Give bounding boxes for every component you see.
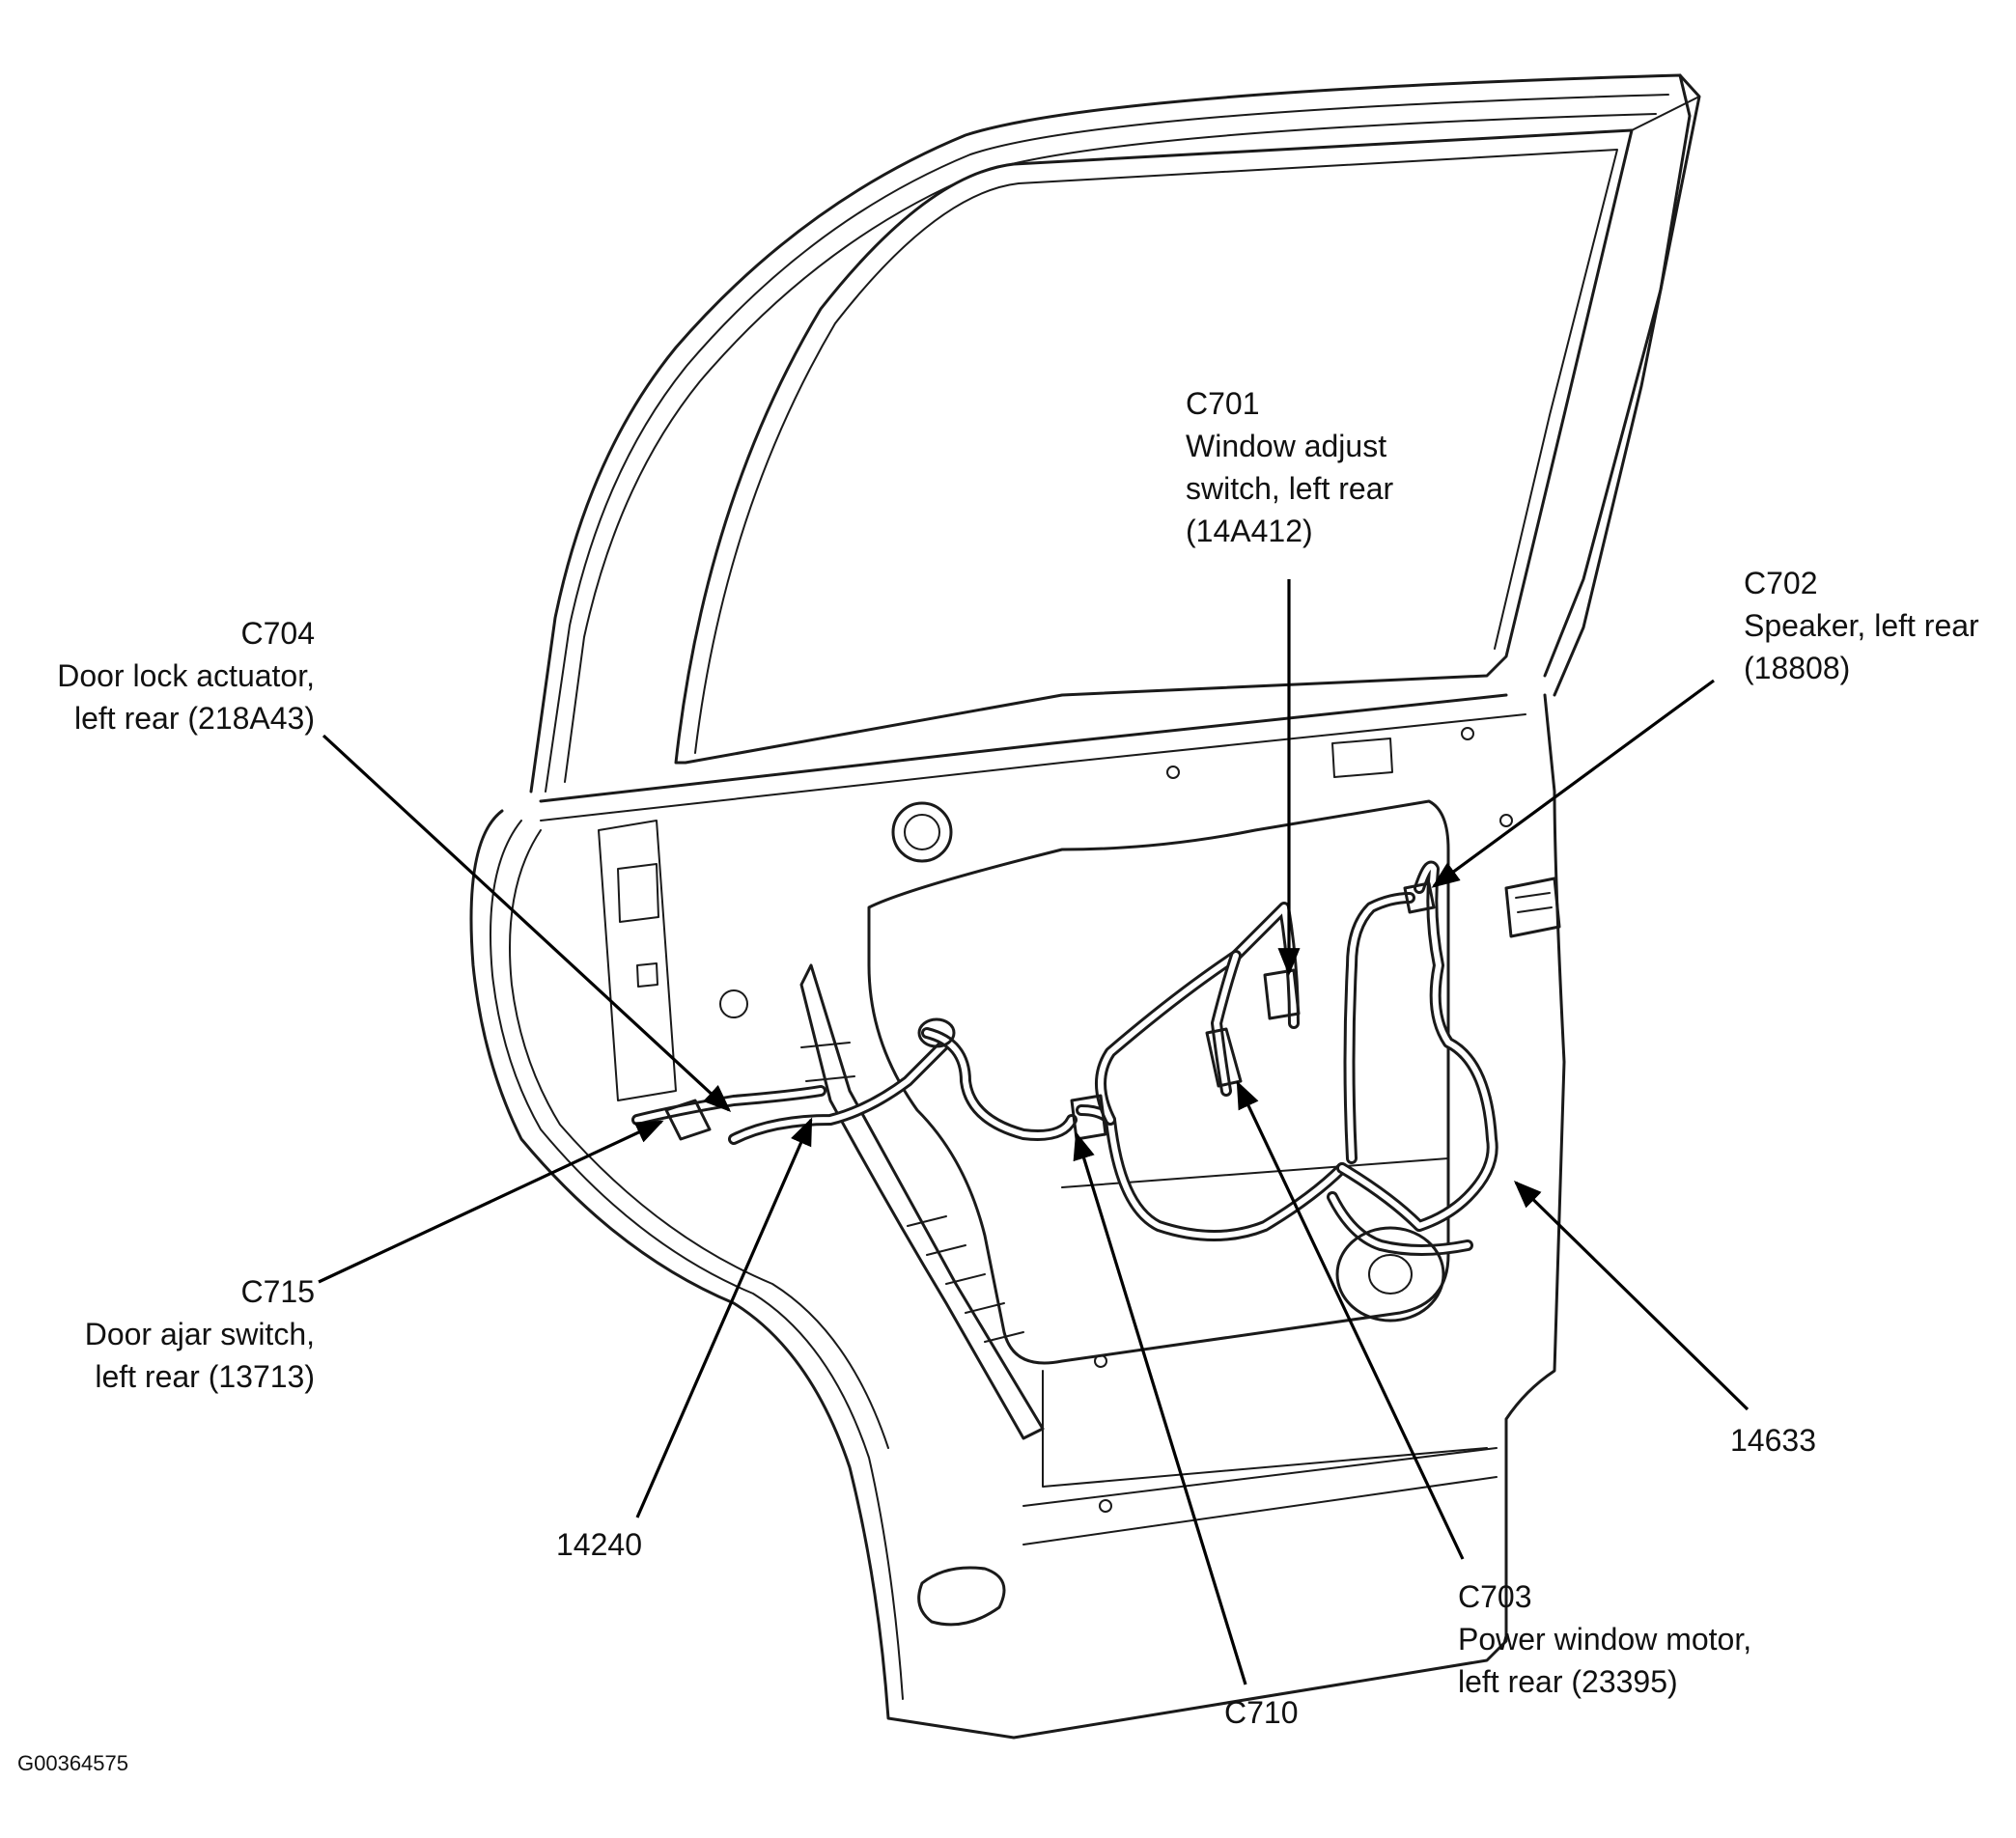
callout-c715: C715 Door ajar switch, left rear (13713) [85, 1270, 315, 1398]
figure-id: G00364575 [17, 1751, 128, 1775]
callout-14633-code: 14633 [1730, 1423, 1816, 1458]
callout-c704-line2: left rear (218A43) [73, 701, 315, 736]
callout-14633: 14633 [1730, 1419, 1816, 1462]
callout-c710: C710 [1224, 1691, 1299, 1734]
callout-c701-line3: (14A412) [1186, 514, 1313, 548]
callout-c701-line2: switch, left rear [1186, 471, 1394, 506]
callout-c702: C702 Speaker, left rear (18808) [1744, 562, 1979, 689]
c710-connector [1070, 1094, 1107, 1141]
callout-c715-line1: Door ajar switch, [84, 1317, 315, 1351]
leader-c715 [318, 1120, 664, 1284]
leader-c710 [1073, 1131, 1247, 1685]
callout-c702-line1: Speaker, left rear [1744, 608, 1979, 643]
callout-c703-line1: Power window motor, [1458, 1622, 1752, 1657]
callout-c703: C703 Power window motor, left rear (2339… [1458, 1575, 1751, 1703]
callout-c703-line2: left rear (23395) [1458, 1664, 1678, 1699]
callout-c704: C704 Door lock actuator, left rear (218A… [57, 612, 315, 739]
window-motor [1335, 1226, 1445, 1323]
connector-shapes [664, 881, 1445, 1323]
wiring-harness [631, 860, 1498, 1256]
callout-c704-line1: Door lock actuator, [57, 658, 315, 693]
c704-connector [664, 1099, 712, 1141]
leader-lines [318, 579, 1750, 1685]
grommet [917, 1017, 956, 1048]
leader-14633 [1513, 1180, 1750, 1411]
c702-connector [1403, 881, 1436, 914]
callout-c715-line2: left rear (13713) [95, 1359, 315, 1394]
leader-c703 [1236, 1080, 1465, 1560]
callout-14240-code: 14240 [556, 1527, 642, 1562]
callout-c701-code: C701 [1186, 386, 1260, 421]
leader-c704 [322, 734, 732, 1112]
callout-c701: C701 Window adjust switch, left rear (14… [1186, 382, 1393, 552]
leader-14240 [635, 1117, 813, 1518]
callout-c704-code: C704 [240, 616, 316, 651]
door-outline [469, 73, 1701, 1740]
callout-14240: 14240 [556, 1523, 642, 1566]
callout-c702-line2: (18808) [1744, 651, 1851, 685]
callout-c701-line1: Window adjust [1186, 429, 1387, 463]
leader-c702 [1431, 679, 1715, 888]
callout-c715-code: C715 [240, 1274, 316, 1309]
callout-c702-code: C702 [1744, 566, 1818, 600]
callout-c710-code: C710 [1224, 1695, 1299, 1730]
callout-c703-code: C703 [1458, 1579, 1532, 1614]
